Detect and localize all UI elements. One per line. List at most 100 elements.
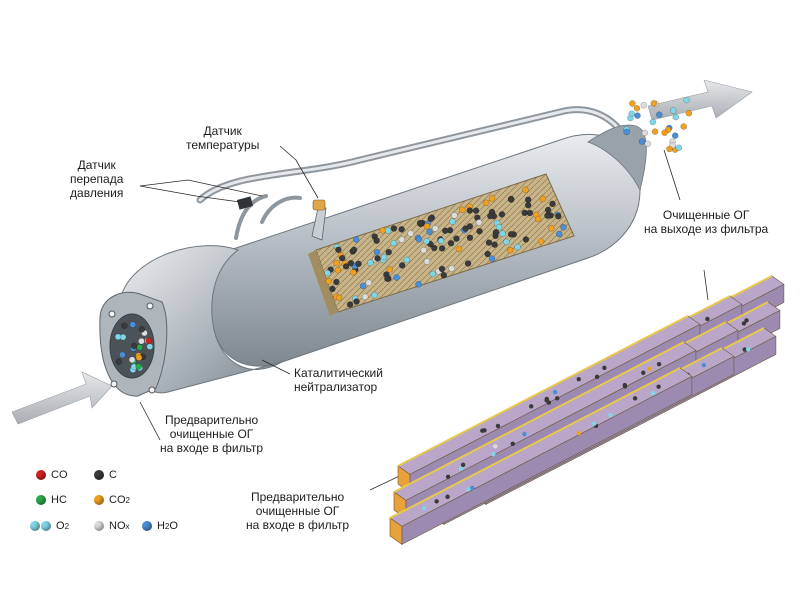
legend-co-swatch (36, 470, 46, 480)
particle (576, 376, 581, 382)
particle (441, 227, 449, 235)
particle (488, 255, 496, 262)
particle (742, 347, 747, 352)
legend-co: CO (36, 469, 68, 481)
particle (705, 316, 710, 322)
legend-c-swatch (94, 470, 104, 480)
particle (365, 279, 373, 286)
particle (359, 282, 367, 290)
particle (367, 259, 374, 267)
particle (407, 230, 414, 237)
particle (458, 466, 464, 471)
outlet-cone (587, 124, 647, 192)
particle (136, 344, 143, 351)
particle (651, 128, 659, 135)
legend-nox-swatch (94, 521, 104, 531)
particle (488, 195, 496, 202)
particle (449, 218, 456, 225)
particle (487, 212, 494, 220)
particle (453, 235, 460, 242)
particle (429, 270, 437, 278)
particle (650, 100, 658, 107)
particle (675, 144, 683, 151)
particle (666, 145, 673, 153)
particle (333, 259, 340, 267)
particle (379, 227, 386, 234)
particle (455, 245, 463, 253)
particle (549, 200, 556, 208)
particle (448, 265, 455, 272)
particle (524, 201, 532, 209)
particle (510, 441, 515, 447)
particle (350, 269, 357, 276)
legend-hc: HC (36, 494, 67, 506)
particle (656, 361, 662, 367)
particle (145, 337, 152, 344)
particle (374, 255, 381, 262)
particle (121, 322, 128, 329)
particle (130, 342, 138, 350)
particle (623, 128, 630, 136)
particle (483, 199, 490, 207)
particle (470, 485, 475, 491)
particle (661, 129, 668, 136)
particle (466, 223, 474, 230)
particle (335, 294, 343, 302)
particle (324, 269, 331, 277)
particle (115, 358, 123, 365)
particle (333, 278, 340, 286)
particle (390, 239, 398, 247)
gas-particles (114, 96, 693, 374)
particle (128, 356, 136, 363)
particle (628, 110, 635, 118)
particle (650, 391, 656, 396)
particle (398, 226, 405, 233)
particle (350, 246, 358, 254)
particle (390, 225, 398, 232)
particle (119, 351, 126, 359)
particle (524, 196, 532, 204)
particle (393, 274, 400, 281)
particle (423, 222, 431, 230)
particle (466, 234, 474, 241)
particle (647, 366, 652, 372)
particle (438, 265, 446, 273)
particle (353, 298, 360, 305)
particle (472, 207, 480, 214)
particle (548, 225, 555, 232)
particle (656, 384, 661, 389)
particle (629, 100, 636, 107)
particle (539, 195, 547, 203)
particle (640, 101, 648, 109)
particle (384, 275, 391, 282)
particle (423, 237, 430, 245)
particle (602, 365, 607, 370)
particle (476, 227, 483, 235)
particle (434, 499, 439, 504)
particle (638, 138, 646, 145)
particle (373, 237, 380, 244)
particle (342, 263, 350, 270)
particle (398, 262, 406, 269)
particle (656, 111, 663, 119)
particle (426, 228, 433, 235)
particle (129, 321, 136, 328)
legend-co2-swatch (94, 495, 104, 505)
particle (437, 237, 445, 245)
particle (498, 211, 506, 218)
particle (493, 444, 498, 449)
particle (741, 321, 747, 326)
channel-face (389, 517, 403, 545)
particle (329, 285, 336, 293)
particle (334, 266, 342, 274)
particle (464, 260, 472, 267)
particle (431, 244, 438, 252)
particle (649, 118, 657, 126)
particle (421, 506, 427, 511)
particle (346, 301, 354, 308)
particle (432, 225, 439, 232)
